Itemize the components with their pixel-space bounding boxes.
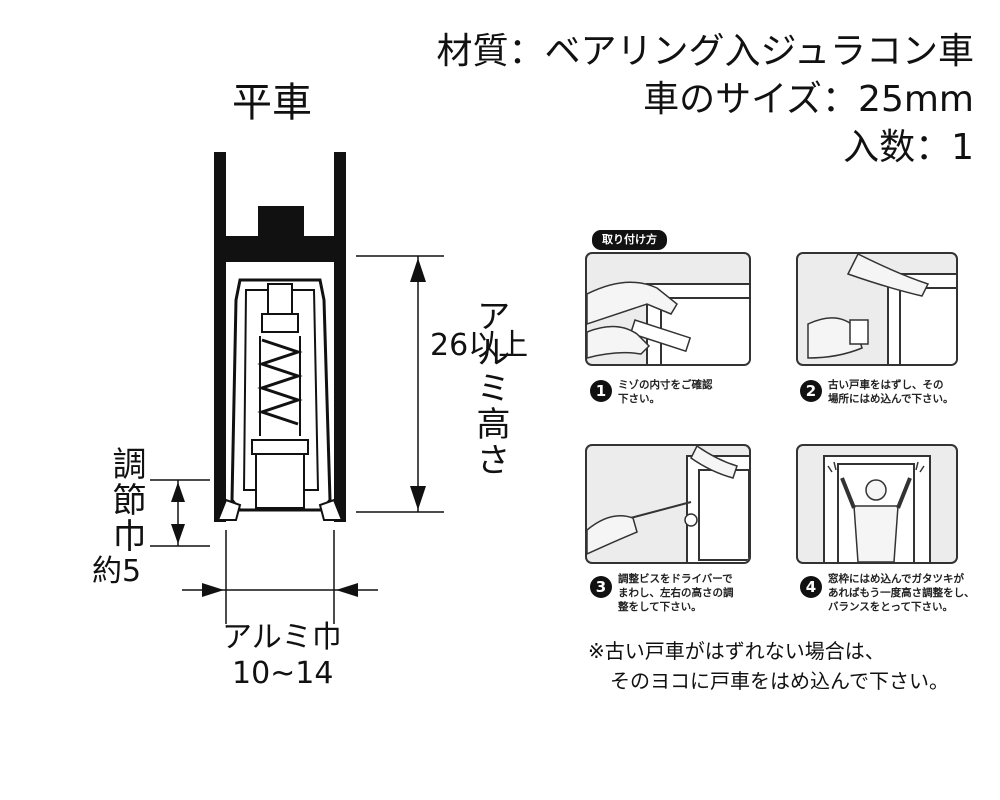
diagram-title: 平車 — [232, 80, 312, 126]
spec-wheel-size: 車のサイズ：25mm — [643, 79, 974, 120]
step-1-number: 1 — [590, 380, 612, 402]
instructions-header: 取り付け方 — [592, 230, 667, 250]
aluminum-width-label: アルミ巾 — [222, 620, 342, 655]
step-1-caption: ミゾの内寸をご確認 下さい。 — [618, 379, 713, 405]
spring — [257, 338, 303, 426]
step-3-number: 3 — [590, 576, 612, 598]
spec-material: 材質：ベアリング入ジュラコン車 — [436, 31, 974, 72]
wheel-cross-section — [150, 152, 444, 624]
aluminum-width-value: 10~14 — [232, 656, 334, 691]
step-2-illustration — [796, 252, 958, 366]
step-4-illustration — [796, 444, 958, 564]
note-line-2: そのヨコに戸車をはめ込んで下さい。 — [610, 669, 949, 693]
note-line-1: ※古い戸車がはずれない場合は、 — [588, 639, 885, 663]
spec-quantity: 入数：1 — [843, 127, 974, 168]
adjust-width-value: 約5 — [92, 554, 142, 589]
step-3-illustration — [585, 444, 751, 564]
step-4-caption: 窓枠にはめ込んでガタツキが あればもう一度高さ調整をし、 バランスをとって下さい… — [828, 573, 975, 613]
step-3-caption: 調整ビスをドライバーで まわし、左右の高さの調 整をして下さい。 — [618, 573, 734, 613]
aluminum-height-value: 26以上 — [430, 328, 529, 363]
aluminum-height-label: アルミ高さ — [470, 298, 510, 478]
step-4-number: 4 — [800, 576, 822, 598]
step-1-illustration — [585, 252, 751, 366]
adjust-width-label: 調節巾 — [106, 446, 146, 554]
channel-outline — [214, 152, 346, 522]
step-2-number: 2 — [800, 380, 822, 402]
step-2-caption: 古い戸車をはずし、その 場所にはめ込んで下さい。 — [828, 379, 954, 405]
